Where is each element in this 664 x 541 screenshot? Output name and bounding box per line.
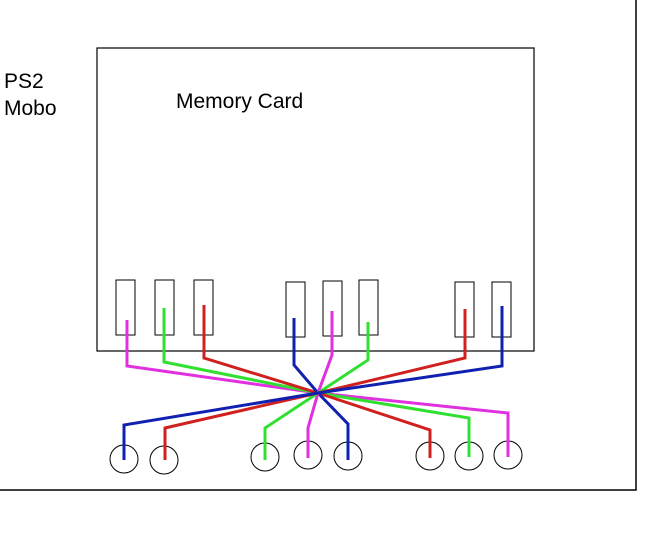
card-pins [115,279,512,338]
wires [122,305,510,460]
mobo-outline [0,0,637,491]
wire-7-red [163,309,467,460]
mobo-pads [109,440,523,475]
wire-1-magenta [125,320,510,457]
wire-2-green [162,308,471,457]
board-label-line1: PS2 [4,70,44,93]
wire-8-blue [122,306,504,460]
board-label-line2: Mobo [4,97,57,120]
memory-card [96,47,535,352]
memory-card-label: Memory Card [176,90,303,113]
